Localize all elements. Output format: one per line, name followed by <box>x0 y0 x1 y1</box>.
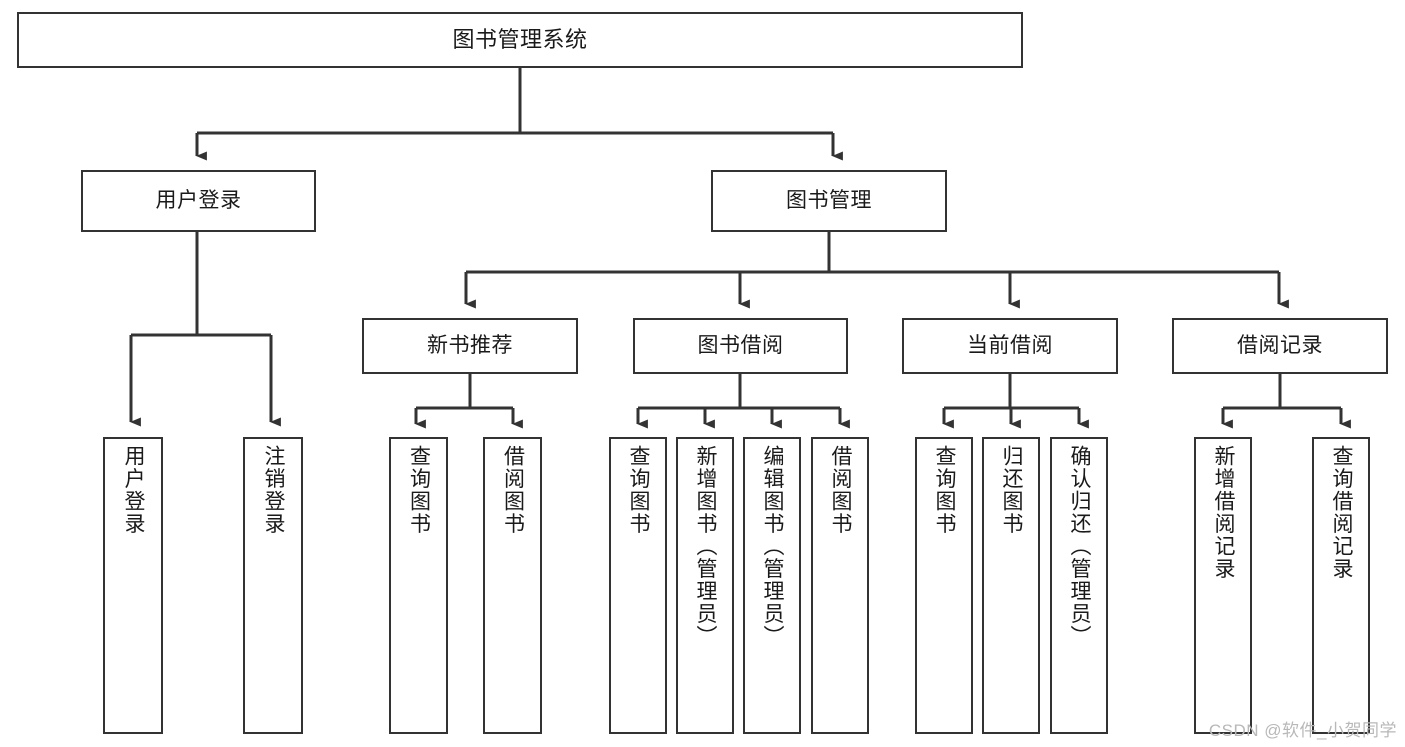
node-label: 查询借阅记录 <box>1330 445 1354 580</box>
leaf-new-book-query[interactable]: 查询图书 <box>389 437 448 734</box>
leaf-borrow-record-add[interactable]: 新增借阅记录 <box>1194 437 1252 734</box>
node-new-book-recommend[interactable]: 新书推荐 <box>362 318 578 374</box>
leaf-current-borrow-confirm-return[interactable]: 确认归还（管理员） <box>1050 437 1108 734</box>
node-book-management[interactable]: 图书管理 <box>711 170 947 232</box>
leaf-current-borrow-return[interactable]: 归还图书 <box>982 437 1040 734</box>
node-label: 查询图书 <box>627 445 651 535</box>
node-book-borrow[interactable]: 图书借阅 <box>633 318 848 374</box>
node-borrow-record[interactable]: 借阅记录 <box>1172 318 1388 374</box>
node-label: 归还图书 <box>1000 445 1024 535</box>
node-label: 注销登录 <box>262 445 286 535</box>
node-label: 图书管理系统 <box>452 27 588 53</box>
node-label: 借阅记录 <box>1237 333 1323 357</box>
node-user-login[interactable]: 用户登录 <box>81 170 316 232</box>
node-label: 图书借阅 <box>697 333 784 357</box>
leaf-book-borrow-borrow[interactable]: 借阅图书 <box>811 437 869 734</box>
watermark-text: CSDN @软件_小贺同学 <box>1208 721 1397 740</box>
node-label: 借阅图书 <box>829 445 853 535</box>
node-current-borrow[interactable]: 当前借阅 <box>902 318 1118 374</box>
leaf-user-login-login[interactable]: 用户登录 <box>103 437 163 734</box>
leaf-current-borrow-query[interactable]: 查询图书 <box>915 437 973 734</box>
node-label: 当前借阅 <box>967 333 1053 357</box>
node-label: 新增图书（管理员） <box>694 445 718 648</box>
leaf-user-login-logout[interactable]: 注销登录 <box>243 437 303 734</box>
node-label: 用户登录 <box>155 188 242 212</box>
node-label: 用户登录 <box>122 445 146 535</box>
node-label: 图书管理 <box>786 188 872 212</box>
node-label: 新增借阅记录 <box>1212 445 1236 580</box>
node-label: 查询图书 <box>407 445 431 535</box>
leaf-borrow-record-query[interactable]: 查询借阅记录 <box>1312 437 1370 734</box>
node-label: 新书推荐 <box>427 333 513 357</box>
leaf-new-book-borrow[interactable]: 借阅图书 <box>483 437 542 734</box>
leaf-book-borrow-query[interactable]: 查询图书 <box>609 437 667 734</box>
node-root-system[interactable]: 图书管理系统 <box>17 12 1023 68</box>
node-label: 编辑图书（管理员） <box>761 445 785 648</box>
node-label: 确认归还（管理员） <box>1068 445 1092 648</box>
leaf-book-borrow-edit[interactable]: 编辑图书（管理员） <box>743 437 801 734</box>
node-label: 借阅图书 <box>501 445 525 535</box>
node-label: 查询图书 <box>933 445 957 535</box>
leaf-book-borrow-add[interactable]: 新增图书（管理员） <box>676 437 734 734</box>
